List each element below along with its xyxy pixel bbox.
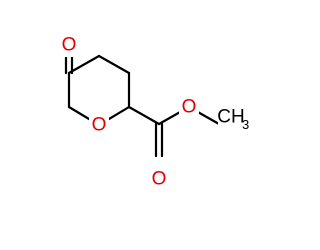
structure-canvas: O O O O CH 3 [61, 34, 250, 190]
bond-c4-c3 [97, 54, 131, 75]
carbonyl-oxygen-label: O [152, 169, 167, 190]
molecule-structure: O O O O CH 3 [61, 34, 250, 190]
ester-oxygen-label: O [182, 97, 197, 118]
ring-oxygen-label: O [92, 115, 107, 136]
bond-c2-carboxyl [127, 105, 161, 126]
bond-c5-c4 [67, 54, 101, 75]
ketone-oxygen-label: O [62, 35, 77, 56]
methyl-subscript: 3 [242, 117, 249, 132]
methyl-group-label: CH [217, 107, 244, 128]
